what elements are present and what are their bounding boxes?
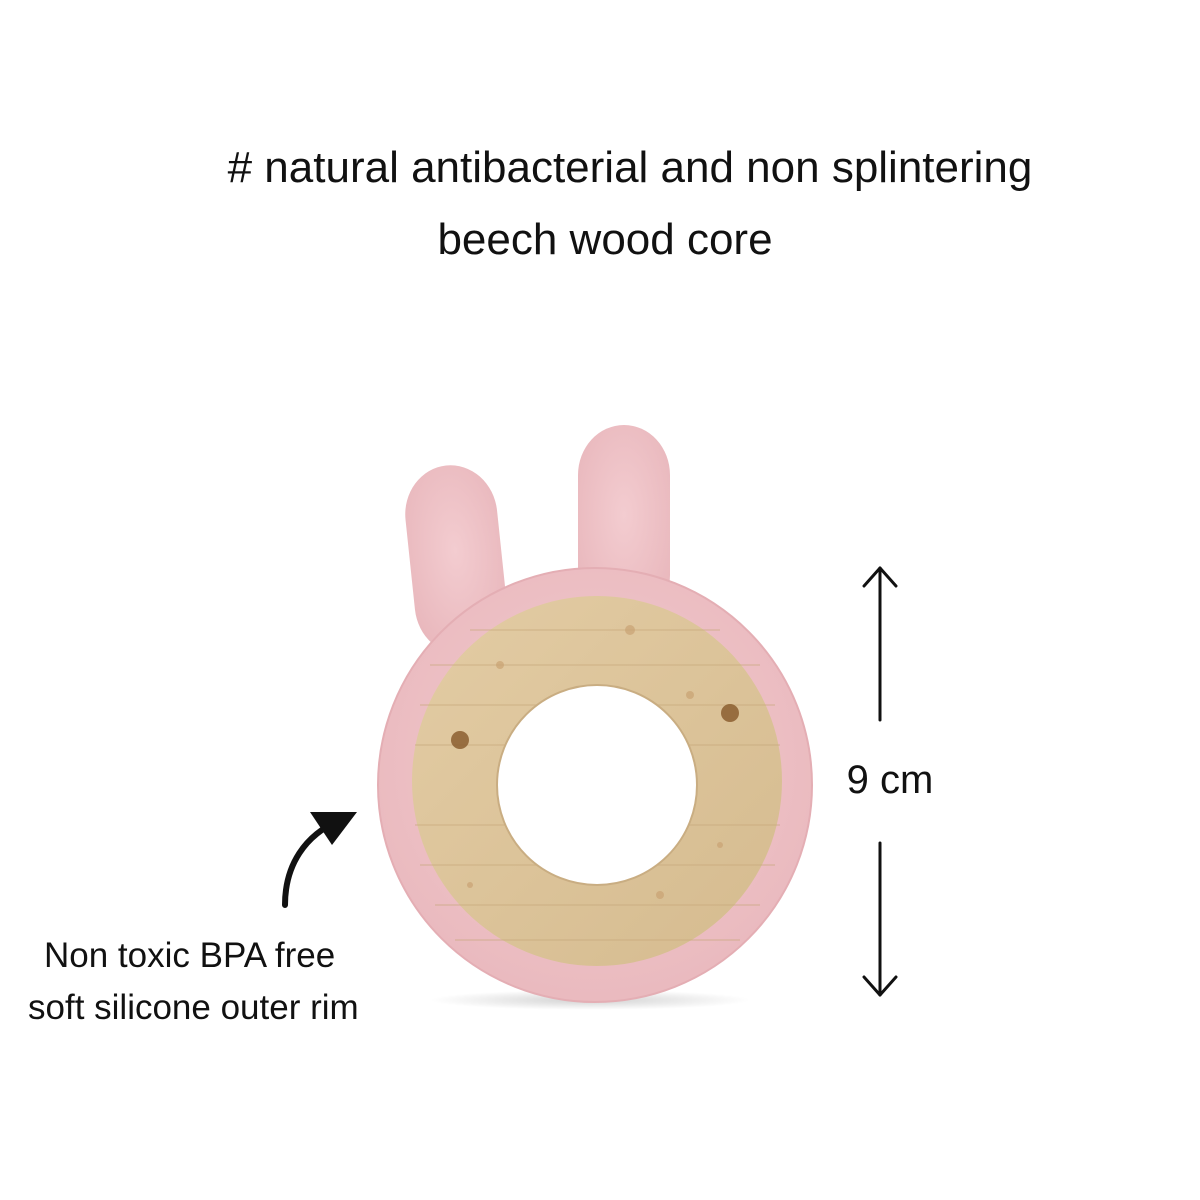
bunny-teether-image (377, 425, 813, 1010)
dimension-label: 9 cm (846, 758, 934, 802)
center-hole (497, 685, 697, 885)
headline: # natural antibacterial and non splinter… (100, 132, 1130, 276)
headline-line-1: # natural antibacterial and non splinter… (227, 143, 1033, 192)
rim-caption-line-1: Non toxic BPA free (44, 936, 336, 975)
curved-arrow-icon (282, 812, 357, 908)
headline-line-2: beech wood core (437, 215, 773, 264)
rim-caption-line-2: soft silicone outer rim (28, 988, 359, 1027)
rim-caption: Non toxic BPA free soft silicone outer r… (28, 930, 458, 1034)
right-eye-hole (721, 704, 739, 722)
left-eye-hole (451, 731, 469, 749)
